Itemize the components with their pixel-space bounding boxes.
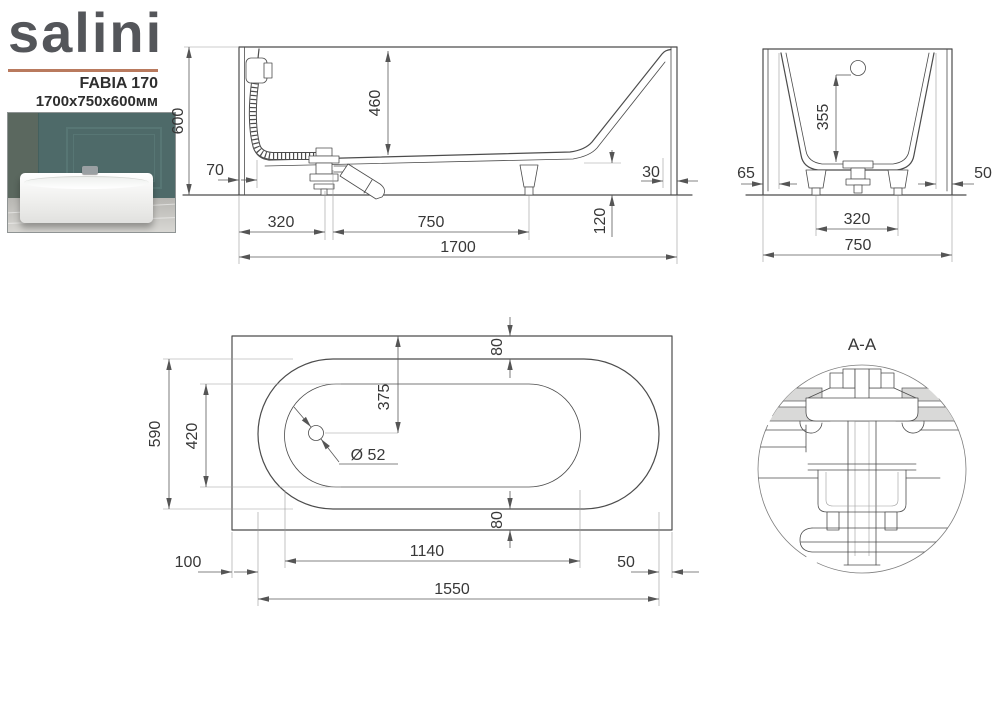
dim-end-rim-right: 50 [974, 165, 992, 182]
drain-outlet-pipe [339, 163, 385, 200]
photo-bathtub [20, 166, 153, 223]
drain-trap [308, 147, 385, 200]
dim-end-feet-spacing: 320 [844, 211, 871, 228]
end-view: 355 65 50 320 750 [737, 48, 992, 262]
model-dimensions: 1700x750x600мм [35, 93, 158, 110]
side-view: 600 70 460 30 120 320 750 1700 [170, 46, 698, 264]
dim-side-rim-left: 70 [206, 162, 224, 179]
dim-top-drain-diameter: Ø 52 [351, 447, 386, 464]
drain-section [758, 368, 966, 566]
dim-side-height: 600 [170, 108, 187, 135]
tub-feet [805, 169, 909, 196]
dim-side-length: 1700 [440, 239, 476, 256]
photo-faucet [82, 166, 98, 174]
tub-outline-top [231, 335, 673, 531]
dim-side-foot-spacing: 750 [418, 214, 445, 231]
dim-end-rim-left: 65 [737, 165, 755, 182]
dim-top-rim-left: 100 [175, 554, 202, 571]
brand-divider [8, 69, 158, 72]
brand-block: salini FABIA 170 1700x750x600мм [8, 0, 174, 110]
drain-trap [842, 160, 874, 194]
product-photo [7, 112, 176, 233]
dim-end-width: 750 [845, 237, 872, 254]
dim-side-depth: 460 [367, 90, 384, 117]
dim-top-outer-length: 1550 [434, 581, 470, 598]
outer-basin-rim [257, 358, 660, 510]
section-label: A-A [848, 335, 877, 354]
dim-top-rim-bottom: 80 [489, 511, 506, 529]
model-name: FABIA 170 [79, 75, 158, 92]
dim-end-overflow-height: 355 [815, 104, 832, 131]
dim-side-bottom-height: 120 [592, 208, 609, 235]
dim-top-inner-width: 420 [184, 423, 201, 450]
section-detail: A-A [757, 335, 967, 574]
drain-hole [308, 425, 324, 441]
dim-side-drain-offset: 320 [268, 214, 295, 231]
dim-side-rim-right: 30 [642, 164, 660, 181]
dim-top-inner-length: 1140 [410, 543, 445, 560]
dim-top-rim-top: 80 [489, 338, 506, 356]
dim-top-drain-offset: 375 [376, 384, 393, 411]
overflow-hose [245, 57, 316, 160]
top-view: Ø 52 590 420 80 375 80 100 1140 50 1550 [147, 317, 699, 606]
overflow-hole [850, 60, 866, 76]
shell-bottom [264, 61, 666, 167]
dim-top-rim-right: 50 [617, 554, 635, 571]
brand-logo: salini [8, 1, 164, 64]
inner-basin-floor [284, 383, 581, 488]
dim-top-outer-width: 590 [147, 421, 164, 448]
detail-boundary-circle [757, 364, 967, 574]
basin-profile [252, 48, 672, 161]
tub-foot [519, 164, 539, 196]
